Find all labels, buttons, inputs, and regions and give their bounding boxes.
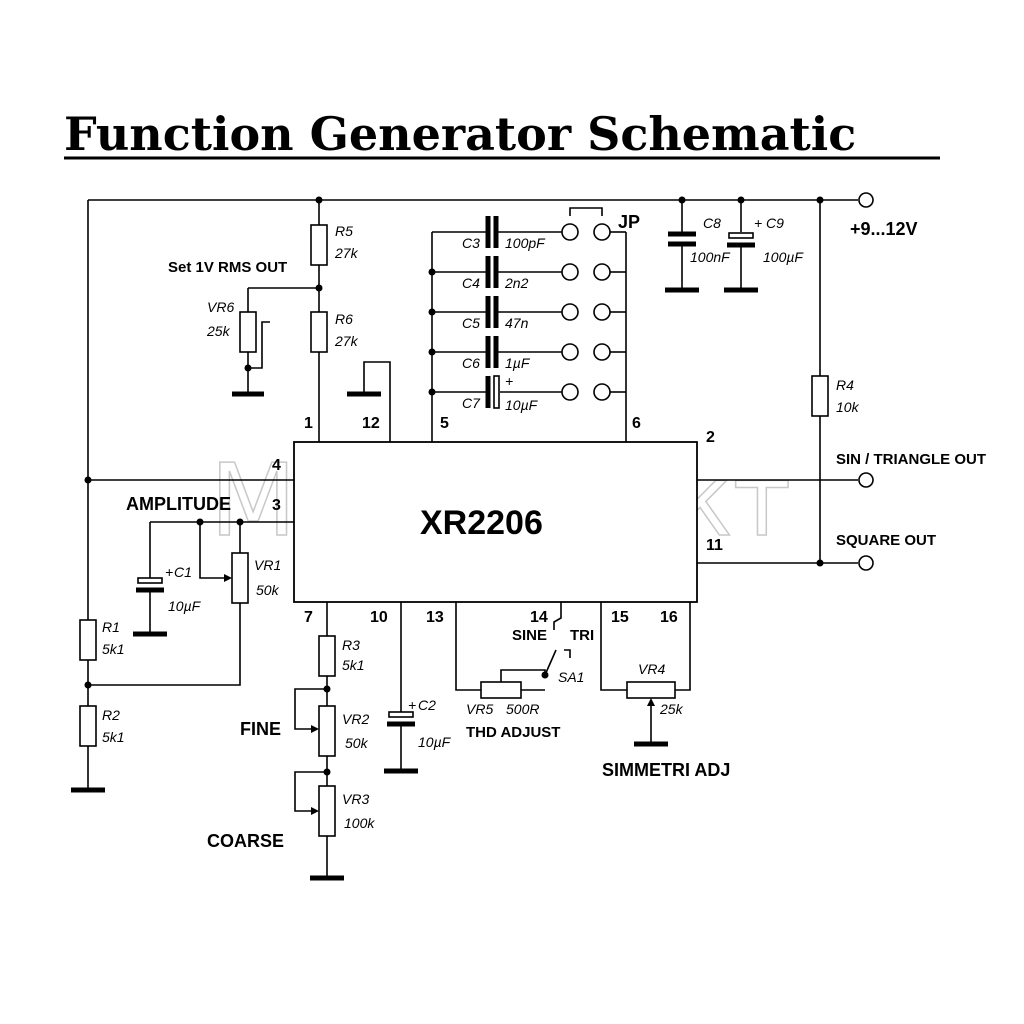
ic-xr2206 (293, 441, 698, 603)
c2-polarity: + (408, 697, 416, 713)
vr3-name[interactable]: VR3 (342, 791, 369, 807)
vr6-value: 25k (206, 323, 231, 339)
c1-value: 10µF (168, 598, 202, 614)
sin-triangle-output (697, 472, 874, 488)
c8-name: C8 (703, 215, 721, 231)
tri-label[interactable]: TRI (570, 627, 594, 644)
c4-value: 2n2 (504, 275, 529, 291)
vr1-name[interactable]: VR1 (254, 557, 281, 573)
c8-capacitor (665, 200, 699, 293)
r4-resistor (811, 200, 829, 567)
amplitude-label: AMPLITUDE (126, 494, 231, 514)
sin-triangle-terminal[interactable] (858, 472, 874, 488)
c2-value: 10µF (418, 734, 452, 750)
pin-5-label: 5 (440, 415, 449, 432)
square-output (697, 555, 874, 571)
c9-value: 100µF (763, 249, 804, 265)
vr3-value: 100k (344, 815, 375, 831)
r4-name: R4 (836, 377, 854, 393)
pin-7-label: 7 (304, 609, 313, 626)
c5-value: 47n (505, 315, 529, 331)
c2-name: C2 (418, 697, 436, 713)
simmetri-label: SIMMETRI ADJ (602, 760, 730, 780)
r5-name: R5 (335, 223, 353, 239)
jp-label: JP (618, 212, 640, 232)
sa1-name[interactable]: SA1 (558, 669, 584, 685)
pin-13-label: 13 (426, 609, 444, 626)
c6-name: C6 (462, 355, 480, 371)
pin-10-label: 10 (370, 609, 388, 626)
vr2-value: 50k (345, 735, 369, 751)
pin-4-label: 4 (272, 457, 281, 474)
page-title: Function Generator Schematic (64, 107, 856, 161)
thd-label: THD ADJUST (466, 724, 560, 741)
vr6-name: VR6 (207, 299, 234, 315)
c1-name: C1 (174, 564, 192, 580)
r3-name: R3 (342, 637, 360, 653)
ic-name: XR2206 (420, 504, 543, 542)
jumper-jp[interactable] (561, 207, 627, 442)
vr5-name[interactable]: VR5 (466, 701, 493, 717)
c8-value: 100nF (690, 249, 731, 265)
pin-11-label: 11 (706, 537, 723, 554)
c9-name: C9 (766, 215, 784, 231)
c1-polarity: + (165, 564, 173, 580)
r6-name: R6 (335, 311, 353, 327)
r1-value: 5k1 (102, 641, 125, 657)
r5-resistor (310, 200, 328, 312)
c9-capacitor (724, 200, 758, 293)
c6-value: 1µF (505, 355, 531, 371)
r1-name: R1 (102, 619, 120, 635)
pin-12-label: 12 (362, 415, 380, 432)
vr4-name[interactable]: VR4 (638, 661, 665, 677)
c9-polarity: + (754, 215, 762, 231)
r2-value: 5k1 (102, 729, 125, 745)
c7-polarity: + (505, 373, 513, 389)
sin-triangle-label: SIN / TRIANGLE OUT (836, 451, 986, 468)
pin-2-label: 2 (706, 429, 715, 446)
r6-resistor (310, 311, 328, 442)
symmetry-network (600, 602, 691, 747)
vr4-value: 25k (659, 701, 684, 717)
sine-label[interactable]: SINE (512, 627, 547, 644)
c3-name: C3 (462, 235, 480, 251)
c4-name: C4 (462, 275, 480, 291)
r5-value: 27k (334, 245, 359, 261)
pin-14-label: 14 (530, 609, 548, 626)
fine-label: FINE (240, 719, 281, 739)
r2-name: R2 (102, 707, 120, 723)
timing-capacitor-bank (428, 216, 562, 442)
pin-16-label: 16 (660, 609, 678, 626)
r4-value: 10k (836, 399, 860, 415)
pin-3-label: 3 (272, 497, 281, 514)
c7-name: C7 (462, 395, 481, 411)
supply-label: +9...12V (850, 219, 918, 239)
pin-15-label: 15 (611, 609, 629, 626)
frequency-network (294, 602, 344, 881)
set-rms-label: Set 1V RMS OUT (168, 259, 287, 276)
pin-1-label: 1 (304, 415, 313, 432)
vr2-name[interactable]: VR2 (342, 711, 369, 727)
c2-capacitor (384, 602, 418, 774)
thd-adjust-network (455, 602, 571, 699)
pin12-ground (347, 361, 391, 442)
c7-value: 10µF (505, 397, 539, 413)
c5-name: C5 (462, 315, 480, 331)
r3-value: 5k1 (342, 657, 365, 673)
r6-value: 27k (334, 333, 359, 349)
pin-6-label: 6 (632, 415, 641, 432)
square-label: SQUARE OUT (836, 532, 936, 549)
amplitude-network (88, 518, 294, 686)
vr1-value: 50k (256, 582, 280, 598)
vr5-value: 500R (506, 701, 539, 717)
supply-terminal[interactable] (858, 192, 874, 208)
coarse-label: COARSE (207, 831, 284, 851)
r1-r2-divider (71, 619, 105, 793)
c3-value: 100pF (505, 235, 546, 251)
square-terminal[interactable] (858, 555, 874, 571)
vr6-trimmer[interactable] (232, 287, 319, 397)
